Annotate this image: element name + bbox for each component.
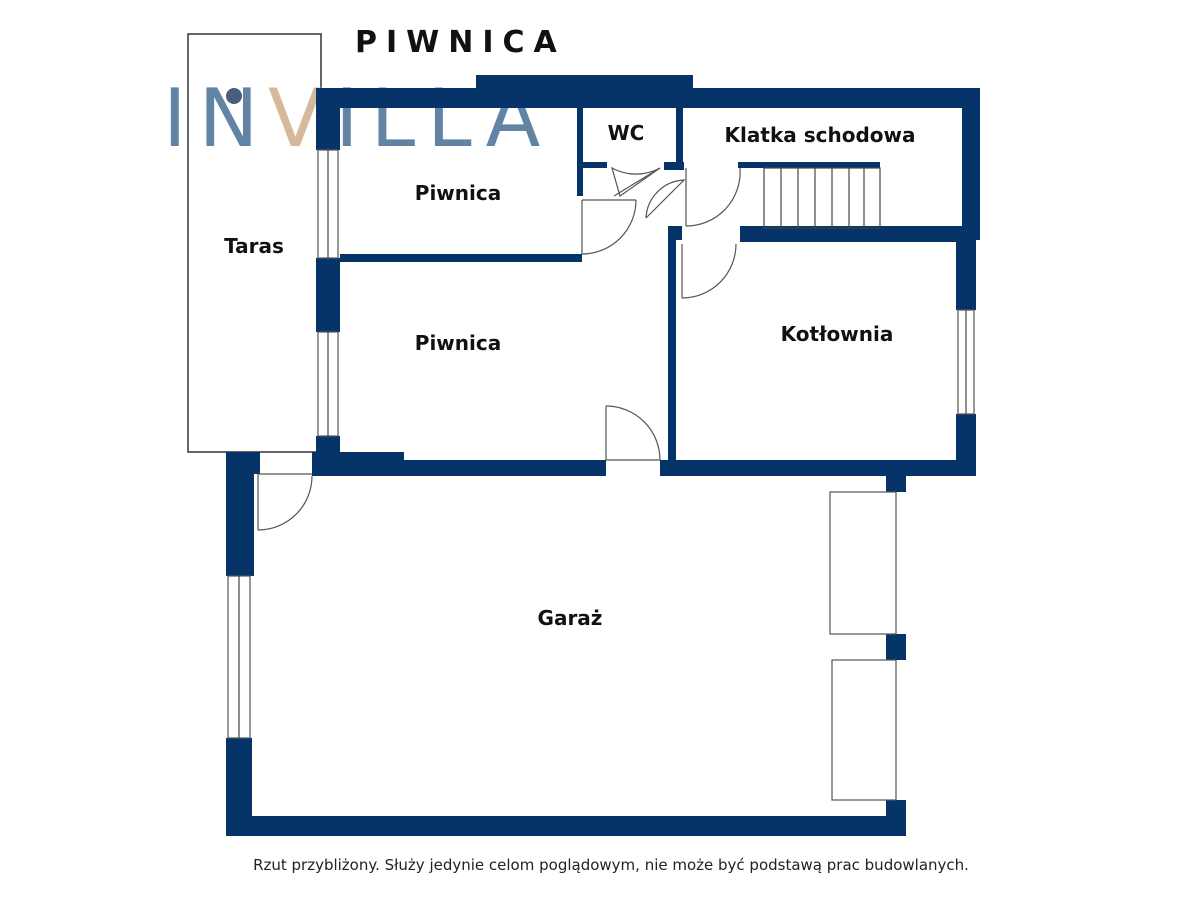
wall-kotlownia-top-left [668,226,682,240]
door-klatka-swing [685,167,741,227]
wall-kotlownia-left [668,226,676,462]
wall-top [318,88,980,108]
wall-garage-right-2 [886,634,906,660]
door-piwnica-top-swing [581,199,637,255]
walls [226,75,980,836]
wall-kotlownia-top [740,226,976,242]
room-label-piwnica-mid: Piwnica [415,331,501,355]
logo-text-v: V [268,72,335,165]
wall-wc-left [577,100,583,196]
wall-right-top [962,88,980,240]
wall-left-upper-2 [316,258,340,332]
room-label-wc: WC [608,121,645,145]
wall-right-mid [956,236,976,310]
wall-garage-left-cap [226,452,260,474]
door-garage-swing [257,475,313,531]
wall-garage-right-3 [886,800,906,836]
logo-dot [226,88,242,104]
wall-wc-mid-bottom [664,162,684,170]
logo-text-left: IN [163,72,270,165]
wall-garage-bottom [226,816,906,836]
plan-title: PIWNICA [355,25,566,60]
invilla-logo: IN V ILLA [163,72,540,165]
wall-divider-right [660,460,976,476]
room-label-klatka: Klatka schodowa [725,123,916,147]
wall-top-bump [476,75,693,89]
garage-door-2 [831,659,897,801]
room-label-piwnica-top: Piwnica [415,181,501,205]
door-kotlownia-swing [681,243,737,299]
door-piwnica-mid-swing [605,405,661,461]
wall-piwnica-split [340,254,582,262]
windows [227,149,975,801]
garage-door-1 [829,491,897,635]
room-label-kotlownia: Kotłownia [781,322,894,346]
room-label-taras: Taras [224,234,284,258]
stairs [763,167,881,229]
wall-left-upper-1 [316,88,340,150]
door-corridor-swing [645,179,686,219]
wall-divider-mid [404,460,606,476]
doors [257,166,741,531]
room-label-garaz: Garaż [538,606,603,630]
footer-note: Rzut przybliżony. Służy jedynie celom po… [253,856,969,874]
wall-stairs-top [738,162,880,168]
wall-wc-bottom [577,162,607,168]
wall-divider-left [312,452,404,476]
wall-wc-right [676,100,683,170]
